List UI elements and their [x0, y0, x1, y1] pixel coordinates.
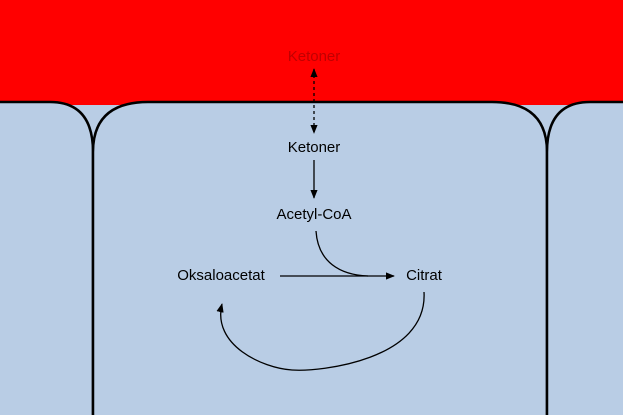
label-citrate: Citrat [406, 267, 442, 284]
cell-left [0, 100, 95, 415]
label-acetyl-coa: Acetyl-CoA [276, 206, 352, 223]
label-ketones-cell: Ketoner [287, 139, 341, 156]
cell-right [545, 100, 623, 415]
cell-center [91, 100, 549, 415]
label-oxaloacetate: Oksaloacetat [177, 267, 265, 284]
acetylcoa-join-curve [315, 230, 369, 277]
cycle-return-arrow [216, 291, 425, 371]
label-ketones-blood: Ketoner [287, 48, 341, 65]
